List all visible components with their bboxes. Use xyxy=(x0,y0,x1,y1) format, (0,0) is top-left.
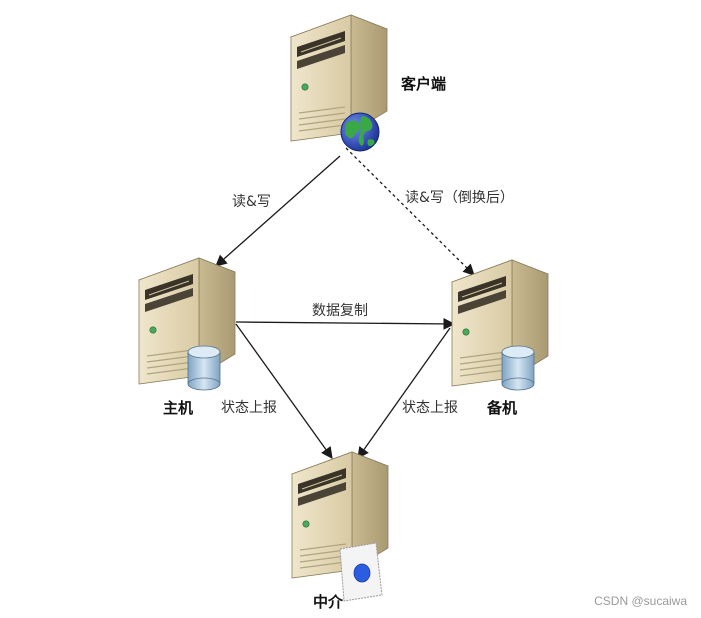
watermark: CSDN @sucaiwa xyxy=(594,594,687,608)
certificate-icon xyxy=(339,542,383,602)
edge-label-client-to-standby: 读&写（倒换后） xyxy=(405,190,514,206)
arbiter-label: 中介 xyxy=(313,593,344,611)
edge-label-replication: 数据复制 xyxy=(312,303,368,319)
edge-label-standby-report: 状态上报 xyxy=(402,400,458,416)
edge-client-to-primary xyxy=(215,155,341,267)
edge-primary-report xyxy=(235,323,333,459)
standby-label: 备机 xyxy=(487,399,518,417)
edge-client-to-standby xyxy=(345,147,475,276)
globe-icon xyxy=(340,112,380,152)
primary-database-icon xyxy=(187,345,221,391)
primary-server-icon xyxy=(138,257,236,385)
standby-database-icon xyxy=(501,345,535,391)
edge-standby-report xyxy=(357,327,451,459)
client-label: 客户端 xyxy=(401,75,447,93)
edge-label-primary-report: 状态上报 xyxy=(221,400,277,416)
edge-label-client-to-primary: 读&写 xyxy=(232,194,271,210)
edge-replication xyxy=(235,318,456,330)
primary-label: 主机 xyxy=(163,399,194,417)
